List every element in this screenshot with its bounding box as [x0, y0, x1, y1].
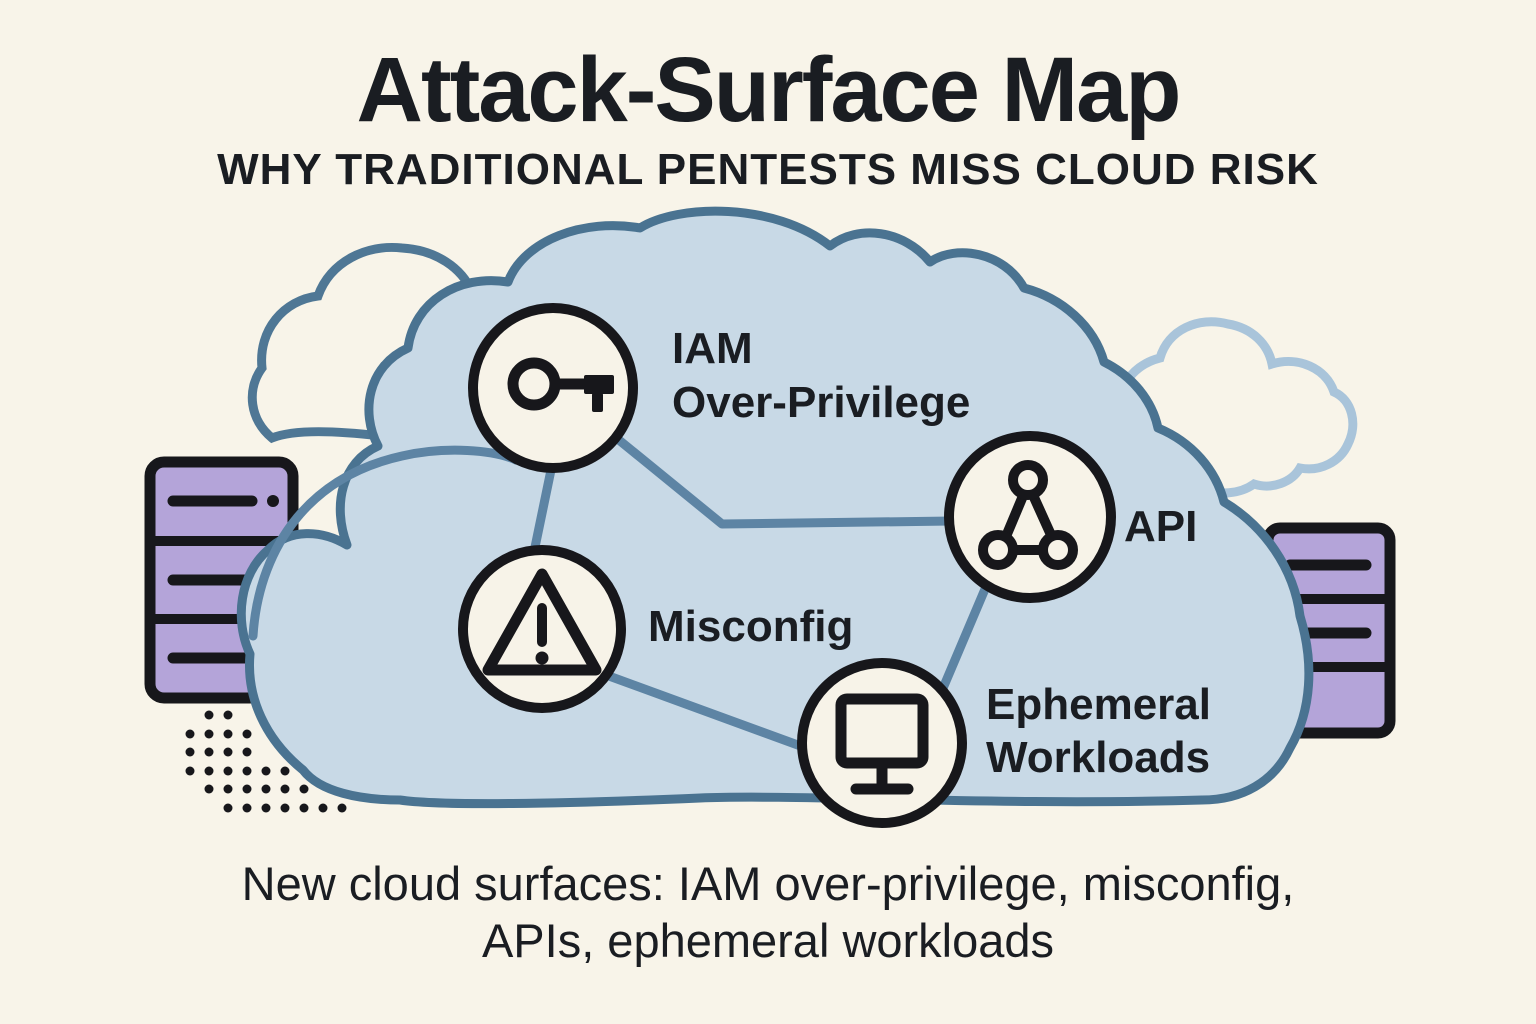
node-circle: [797, 658, 967, 828]
edge-iam-misconfig: [529, 465, 556, 557]
halftone-dot: [242, 729, 252, 739]
edges: [529, 431, 993, 753]
halftone-dot: [299, 803, 309, 813]
halftone-dot: [223, 784, 233, 794]
halftone-dot: [204, 729, 214, 739]
node-label-ephemeral-line2: Workloads: [986, 733, 1210, 782]
halftone-dot: [318, 803, 328, 813]
caption-line1: New cloud surfaces: IAM over-privilege, …: [242, 857, 1295, 910]
node-label-api: API: [1124, 502, 1197, 551]
halftone-dot: [242, 766, 252, 776]
halftone-dot: [223, 729, 233, 739]
node-iam-over-privilege: [468, 303, 638, 473]
halftone-dot: [242, 747, 252, 757]
halftone-dot: [185, 729, 195, 739]
node-label-misconfig: Misconfig: [648, 602, 853, 651]
halftone-dot: [242, 803, 252, 813]
halftone-dot: [223, 710, 233, 720]
page-title: Attack-Surface Map: [357, 39, 1180, 141]
warning-icon: [482, 568, 602, 676]
node-api: [944, 431, 1116, 603]
node-ephemeral-workloads: [797, 658, 967, 828]
halftone-dot: [280, 784, 290, 794]
node-label-iam-line1: IAM: [672, 324, 753, 373]
halftone-dot: [223, 766, 233, 776]
node-label-iam-line2: Over-Privilege: [672, 378, 970, 427]
halftone-dot: [261, 784, 271, 794]
halftone-dot: [299, 784, 309, 794]
halftone-dot: [204, 766, 214, 776]
node-misconfig: [458, 545, 626, 713]
edge-iam-api: [609, 431, 957, 529]
server-led: [267, 495, 279, 507]
caption-line2: APIs, ephemeral workloads: [482, 914, 1054, 967]
network-icon: [978, 460, 1078, 570]
halftone-dot: [185, 766, 195, 776]
halftone-dot: [280, 766, 290, 776]
halftone-dot: [337, 803, 347, 813]
cloud-inner-lobe-line: [248, 445, 521, 641]
edge-misconfig-ephemeral: [593, 667, 811, 753]
halftone-dot: [185, 747, 195, 757]
page-subtitle: WHY TRADITIONAL PENTESTS MISS CLOUD RISK: [217, 145, 1319, 194]
node-label-ephemeral-line1: Ephemeral: [986, 680, 1211, 729]
monitor-icon: [835, 693, 929, 795]
halftone-dot: [242, 784, 252, 794]
halftone-dot: [261, 766, 271, 776]
halftone-dot: [204, 784, 214, 794]
halftone-dot: [223, 803, 233, 813]
halftone-dot: [261, 803, 271, 813]
halftone-dot: [223, 747, 233, 757]
edge-api-ephemeral: [933, 577, 993, 705]
halftone-dot: [204, 747, 214, 757]
key-icon: [507, 357, 614, 412]
halftone-dot: [280, 803, 290, 813]
halftone-dot: [204, 710, 214, 720]
